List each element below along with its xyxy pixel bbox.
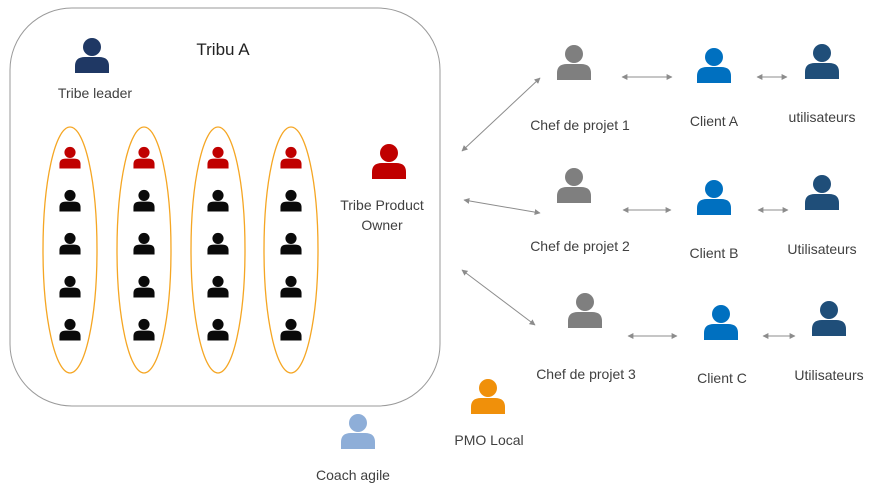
project-manager-3-icon (568, 293, 602, 328)
product-owner-label-line1: Tribe Product (340, 197, 424, 213)
client-c-label: Client C (697, 370, 747, 386)
product-owner-label-line2: Owner (361, 217, 403, 233)
connector-tribe-pm1 (461, 77, 541, 152)
squad-1-outline (42, 126, 98, 374)
client-b-label: Client B (689, 245, 739, 261)
users-3-icon (812, 301, 846, 336)
connector-tribe-pm3 (461, 269, 536, 326)
pmo-local-icon (471, 379, 505, 414)
coach-agile-icon (341, 414, 375, 449)
squad-3-outline (190, 126, 246, 374)
project-manager-1-icon (557, 45, 591, 80)
users-1-label: utilisateurs (788, 109, 856, 125)
connector-tribe-pm2 (463, 197, 541, 216)
project-manager-1-label: Chef de projet 1 (530, 117, 630, 133)
client-c-icon (704, 305, 738, 340)
users-1-icon (805, 44, 839, 79)
users-3-label: Utilisateurs (794, 367, 864, 383)
project-manager-3-label: Chef de projet 3 (536, 366, 636, 382)
squad-4-outline (263, 126, 319, 374)
project-manager-2-label: Chef de projet 2 (530, 238, 630, 254)
pmo-local-label: PMO Local (454, 432, 524, 448)
coach-agile-label: Coach agile (316, 467, 390, 483)
users-2-icon (805, 175, 839, 210)
users-2-label: Utilisateurs (787, 241, 857, 257)
tribe-title: Tribu A (196, 40, 250, 59)
client-a-icon (697, 48, 731, 83)
squad-2-outline (116, 126, 172, 374)
client-a-label: Client A (689, 113, 739, 129)
client-b-icon (697, 180, 731, 215)
project-manager-2-icon (557, 168, 591, 203)
squads-group (42, 126, 319, 374)
tribe-leader-label: Tribe leader (57, 85, 133, 101)
